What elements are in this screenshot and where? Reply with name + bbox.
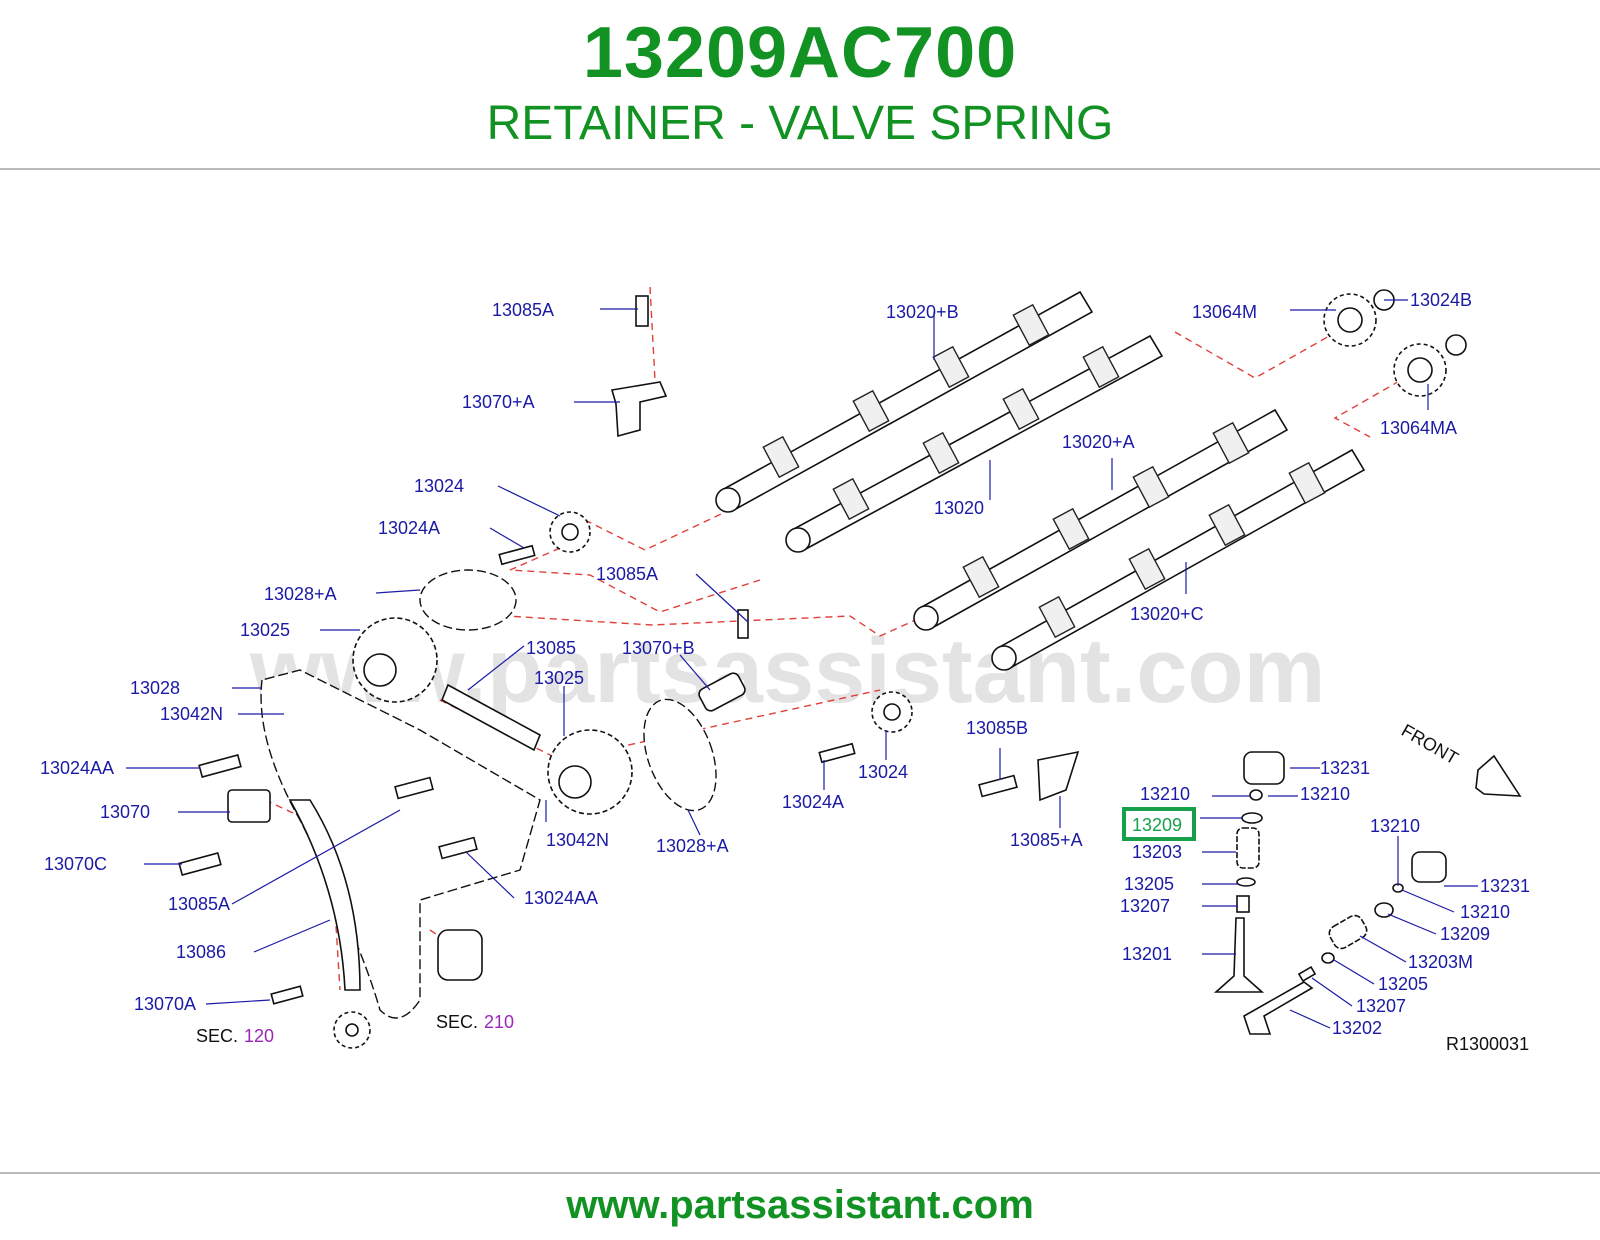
camshaft-13020-plus-a — [913, 408, 1289, 631]
sprocket-13024-upper — [549, 511, 591, 553]
camshaft-13020-plus-c — [991, 448, 1366, 671]
callout-label: 13085+A — [1010, 830, 1083, 850]
footer-divider — [0, 1172, 1600, 1174]
callout-label: 13070A — [134, 994, 196, 1014]
part-number-title: 13209AC700 — [582, 13, 1018, 93]
callout-label: 13024A — [378, 518, 440, 538]
front-direction-arrow: FRONT — [1398, 720, 1522, 797]
part-name-subtitle: RETAINER - VALVE SPRING — [486, 97, 1114, 150]
callout-label: 13207 — [1356, 996, 1406, 1016]
sprocket-13025-left — [352, 617, 438, 703]
callout-label: 13020+B — [886, 302, 959, 322]
callout-label: 13070C — [44, 854, 107, 874]
callout-label: 13085A — [492, 300, 554, 320]
callout-label: 13205 — [1124, 874, 1174, 894]
callout-label: 13070+B — [622, 638, 695, 658]
callout-label: 13024AA — [40, 758, 114, 778]
callout-label: 13203M — [1408, 952, 1473, 972]
callout-label: 13210 — [1370, 816, 1420, 836]
highlighted-callout[interactable]: 13209 — [1122, 807, 1196, 841]
footer-url-link[interactable]: www.partsassistant.com — [566, 1183, 1034, 1227]
callout-label: 13025 — [240, 620, 290, 640]
callout-label: 13210 — [1460, 902, 1510, 922]
bolts — [178, 295, 1018, 1005]
callout-labels: 13085A 13070+A 13020+B 13064M 13024B 130… — [40, 290, 1530, 1038]
callout-label: 13028 — [130, 678, 180, 698]
callout-label: 13202 — [1332, 1018, 1382, 1038]
callout-label: 13070+A — [462, 392, 535, 412]
section-ref-210: SEC. 210 — [436, 1012, 514, 1032]
callout-label: 13042N — [160, 704, 223, 724]
chain-13028-plus-a-lower — [643, 698, 717, 812]
callout-label: 13028+A — [656, 836, 729, 856]
chain-13028-plus-a-upper — [419, 569, 517, 631]
callout-label: 13203 — [1132, 842, 1182, 862]
section-ref-120: SEC. 120 — [196, 1026, 274, 1046]
callout-label: 13064MA — [1380, 418, 1457, 438]
page-header: 13209AC700 RETAINER - VALVE SPRING — [0, 0, 1600, 168]
sec-number: 210 — [484, 1012, 514, 1032]
callout-label: 13201 — [1122, 944, 1172, 964]
callout-label: 13025 — [534, 668, 584, 688]
callout-label: 13070 — [100, 802, 150, 822]
sprocket-13024-lower — [871, 691, 913, 733]
valve-assembly-upper — [1213, 751, 1285, 993]
highlighted-callout-label[interactable]: 13209 — [1132, 815, 1182, 835]
callout-label: 13020+A — [1062, 432, 1135, 452]
valve-assembly-lower — [1243, 851, 1447, 1035]
camshaft-13020 — [785, 334, 1164, 553]
sprocket-sec-120 — [333, 1011, 371, 1049]
callout-label: 13205 — [1378, 974, 1428, 994]
callout-label: 13042N — [546, 830, 609, 850]
header-divider — [0, 168, 1600, 170]
sprocket-13064m — [1323, 289, 1395, 347]
sec-prefix: SEC. — [436, 1012, 478, 1032]
front-label: FRONT — [1398, 720, 1462, 768]
callout-label: 13024A — [782, 792, 844, 812]
callout-label: 13020 — [934, 498, 984, 518]
sec-number: 120 — [244, 1026, 274, 1046]
callout-label: 13024AA — [524, 888, 598, 908]
callout-label: 13085B — [966, 718, 1028, 738]
tensioner-13070 — [227, 789, 271, 823]
sec-prefix: SEC. — [196, 1026, 238, 1046]
chain-guide-13085 — [440, 683, 542, 752]
tensioner-sec-210 — [437, 929, 483, 981]
sprocket-13064ma — [1393, 334, 1467, 397]
bracket-13085-plus-a — [1037, 750, 1080, 802]
callout-label: 13085A — [596, 564, 658, 584]
callout-label: 13209 — [1440, 924, 1490, 944]
callout-label: 13231 — [1480, 876, 1530, 896]
callout-label: 13028+A — [264, 584, 337, 604]
tensioner-13070-plus-b — [698, 672, 746, 712]
callout-label: 13064M — [1192, 302, 1257, 322]
callout-label: 13024B — [1410, 290, 1472, 310]
tensioner-13070-plus-a — [610, 381, 668, 438]
leader-lines — [126, 299, 1478, 1029]
callout-label: 13231 — [1320, 758, 1370, 778]
callout-label: 13085A — [168, 894, 230, 914]
callout-label: 13085 — [526, 638, 576, 658]
callout-label: 13210 — [1140, 784, 1190, 804]
callout-label: 13210 — [1300, 784, 1350, 804]
callout-label: 13024 — [414, 476, 464, 496]
callout-label: 13207 — [1120, 896, 1170, 916]
callout-label: 13024 — [858, 762, 908, 782]
chain-guide-13086 — [288, 799, 361, 991]
camshaft-13020-plus-b — [715, 290, 1094, 513]
sprocket-13025-right — [547, 729, 633, 815]
callout-label: 13020+C — [1130, 604, 1204, 624]
diagram-reference-code: R1300031 — [1446, 1034, 1529, 1054]
callout-label: 13086 — [176, 942, 226, 962]
highlight-box — [1122, 807, 1196, 841]
